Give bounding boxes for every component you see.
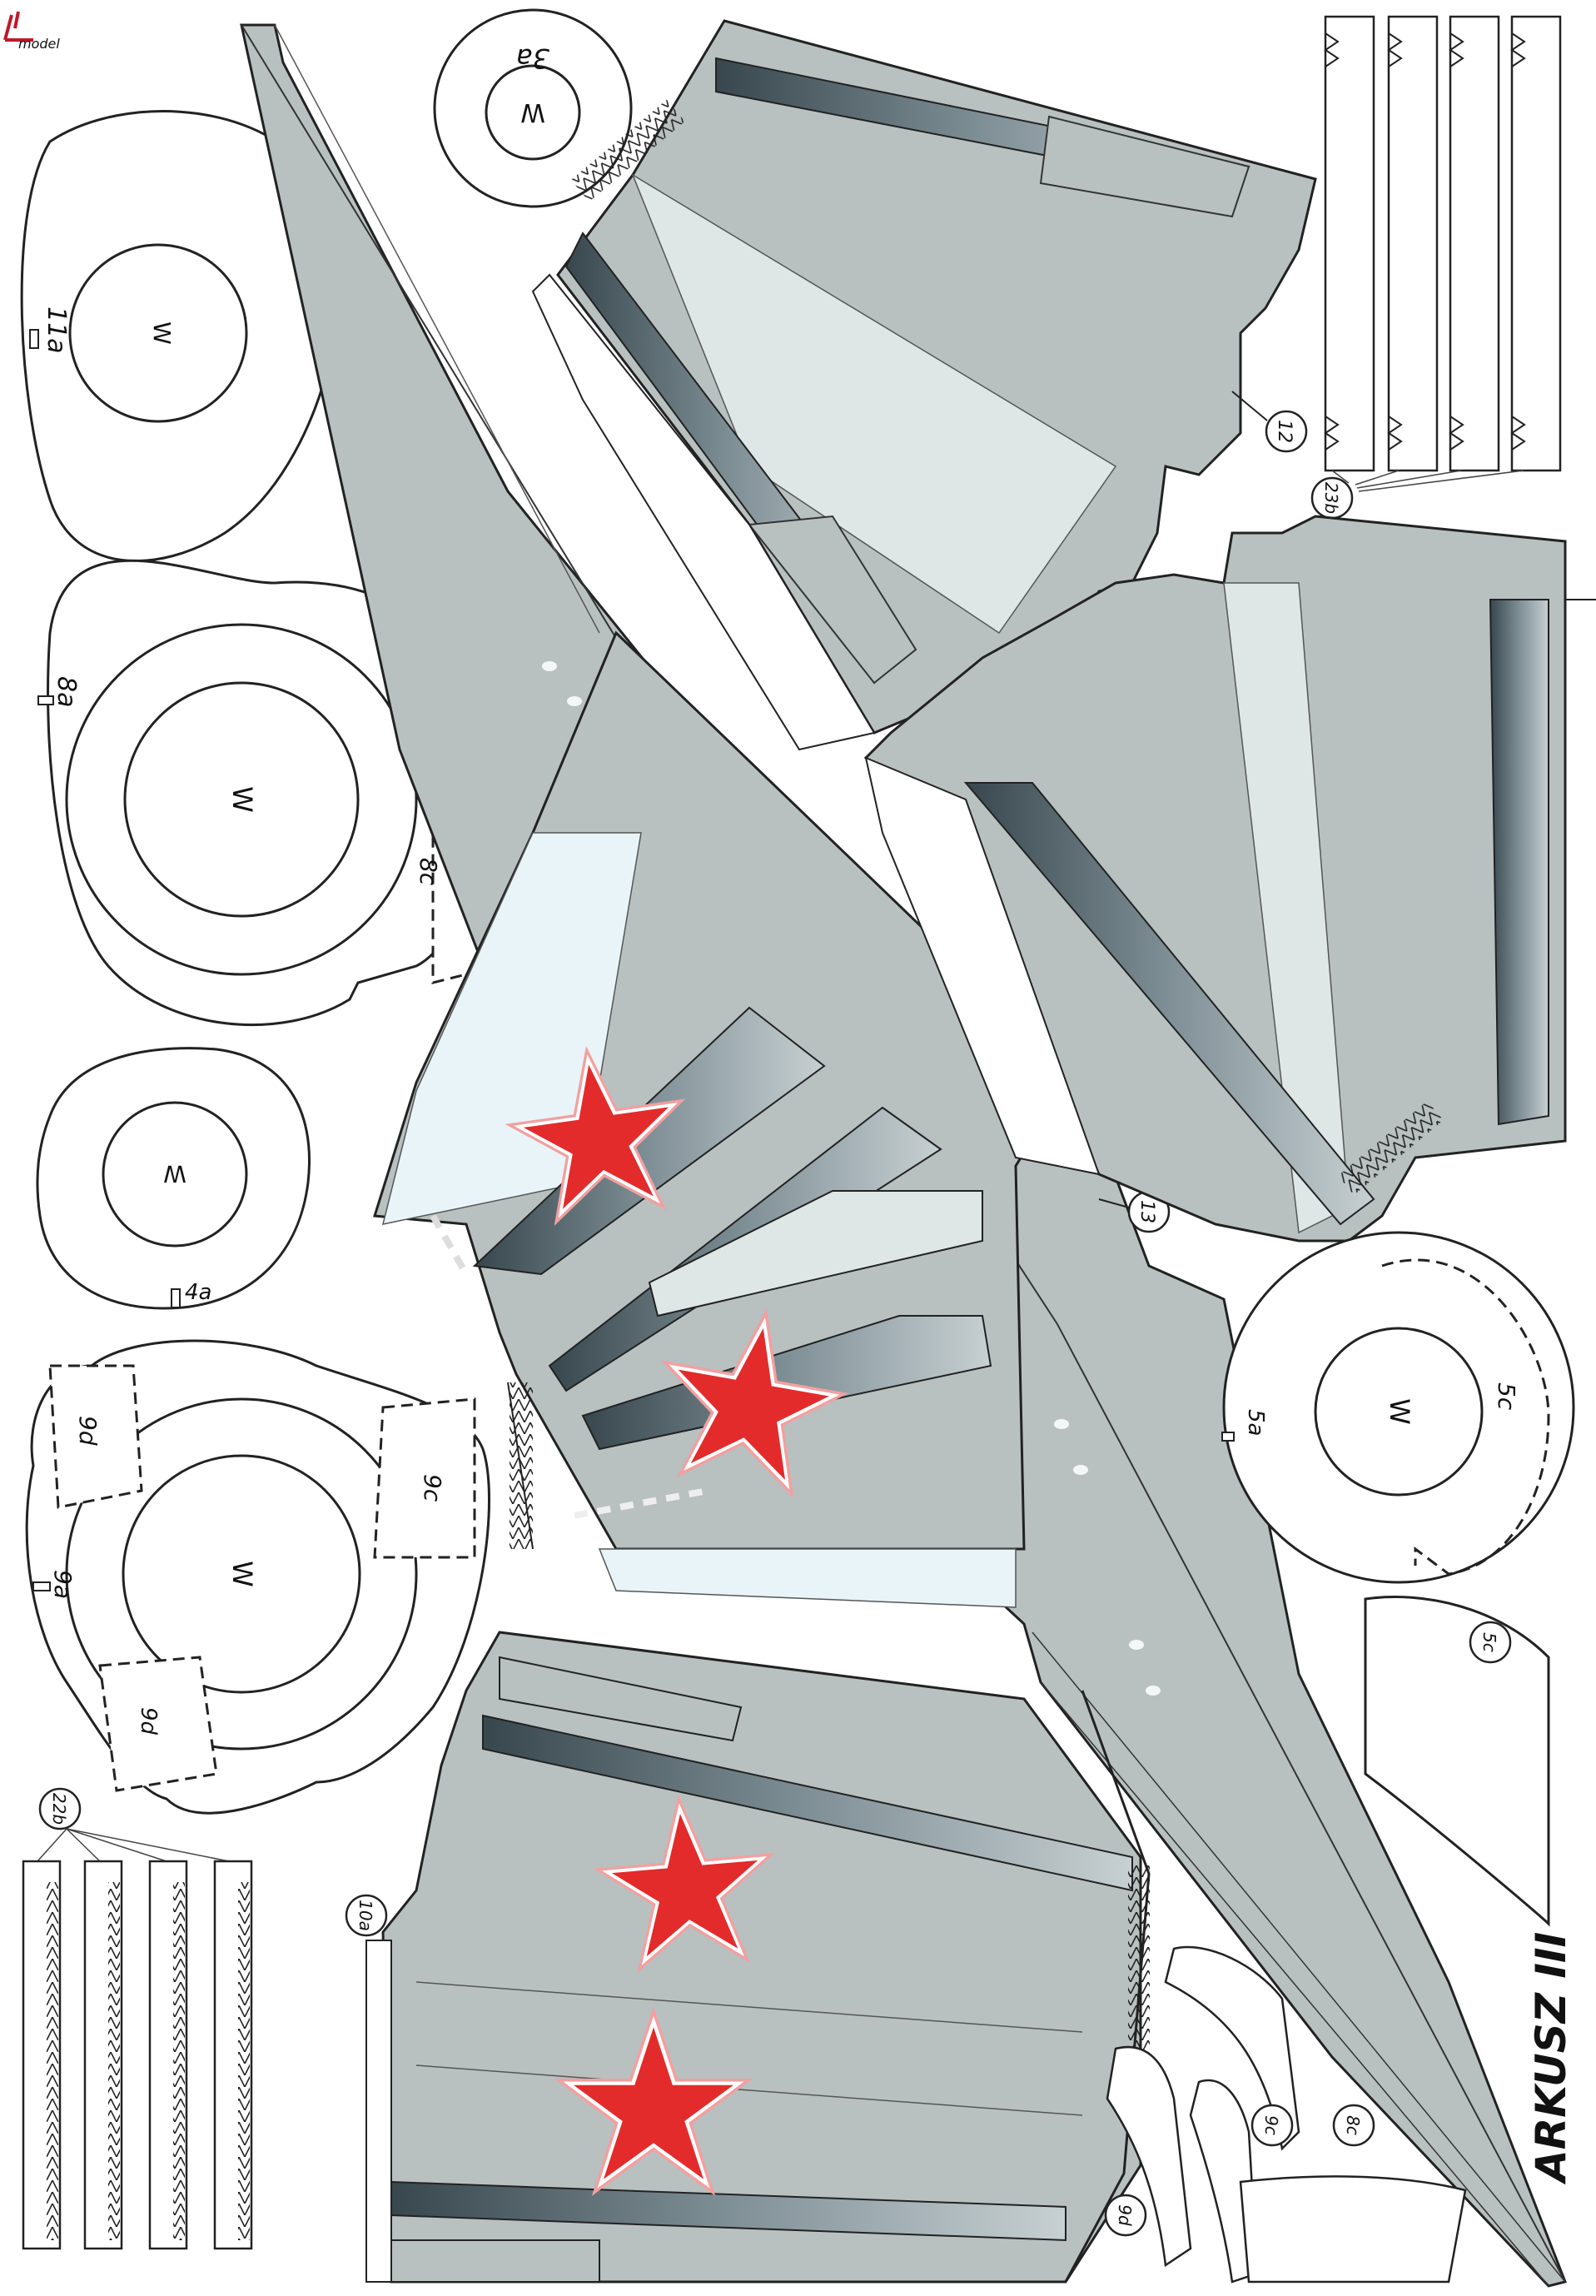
part-label-5c-strip: 5c: [1479, 1632, 1499, 1652]
w-mark: W: [148, 321, 176, 345]
part-label-8c: 8c: [415, 858, 442, 886]
part-label-8a: 8a: [52, 676, 81, 707]
part-label-23b: 23b: [1321, 482, 1341, 514]
part-label-13: 13: [1136, 1200, 1157, 1223]
part-5a: W 5c 5a: [1221, 1231, 1575, 1584]
part-11a: W 11a: [20, 110, 342, 563]
sheet-title: ARKUSZ III: [1527, 1932, 1575, 2185]
w-mark: W: [226, 1561, 258, 1587]
part-23b-strips: 23b: [1310, 15, 1562, 520]
wing-left: [373, 630, 1059, 1608]
part-label-9c: 9c: [419, 1474, 446, 1502]
part-9a: W 9c 9d 9d 9a: [25, 1339, 490, 1815]
part-4a: W 4a: [36, 1047, 311, 1310]
part-label-5a: 5a: [1243, 1409, 1268, 1436]
logo: model: [3, 11, 60, 52]
part-label-9d-strip: 9d: [1115, 2204, 1135, 2226]
part-label-9b: 9d: [136, 1707, 161, 1736]
wing-right: [863, 515, 1596, 1243]
part-label-12: 12: [1274, 420, 1295, 443]
part-10a-wing: 10a: [345, 1631, 1151, 2284]
part-label-4a: 4a: [185, 1280, 211, 1305]
part-label-8c-strip: 8c: [1343, 2115, 1363, 2135]
part-label-3a: 3a: [516, 42, 549, 74]
part-12-wing: 12: [531, 19, 1317, 751]
part-22b-strips: 22b: [22, 1787, 253, 2250]
part-label-9c-strip: 9c: [1261, 2115, 1281, 2135]
part-label-5c: 5c: [1493, 1382, 1520, 1411]
w-mark: W: [520, 97, 545, 127]
w-mark: W: [226, 786, 258, 813]
part-5c-strip: 5c: [1364, 1596, 1550, 1927]
part-label-10a: 10a: [355, 1900, 375, 1931]
part-label-9a: 9a: [49, 1570, 77, 1599]
w-mark: W: [163, 1160, 186, 1188]
part-3a: W 3a: [433, 8, 633, 208]
w-mark: W: [1384, 1398, 1415, 1425]
part-label-9d: 9d: [74, 1416, 102, 1446]
logo-text: model: [18, 36, 60, 52]
part-label-11a: 11a: [42, 306, 71, 354]
part-label-22b: 22b: [49, 1793, 69, 1825]
small-strips: 9c 8c 9d: [1104, 1945, 1467, 2284]
